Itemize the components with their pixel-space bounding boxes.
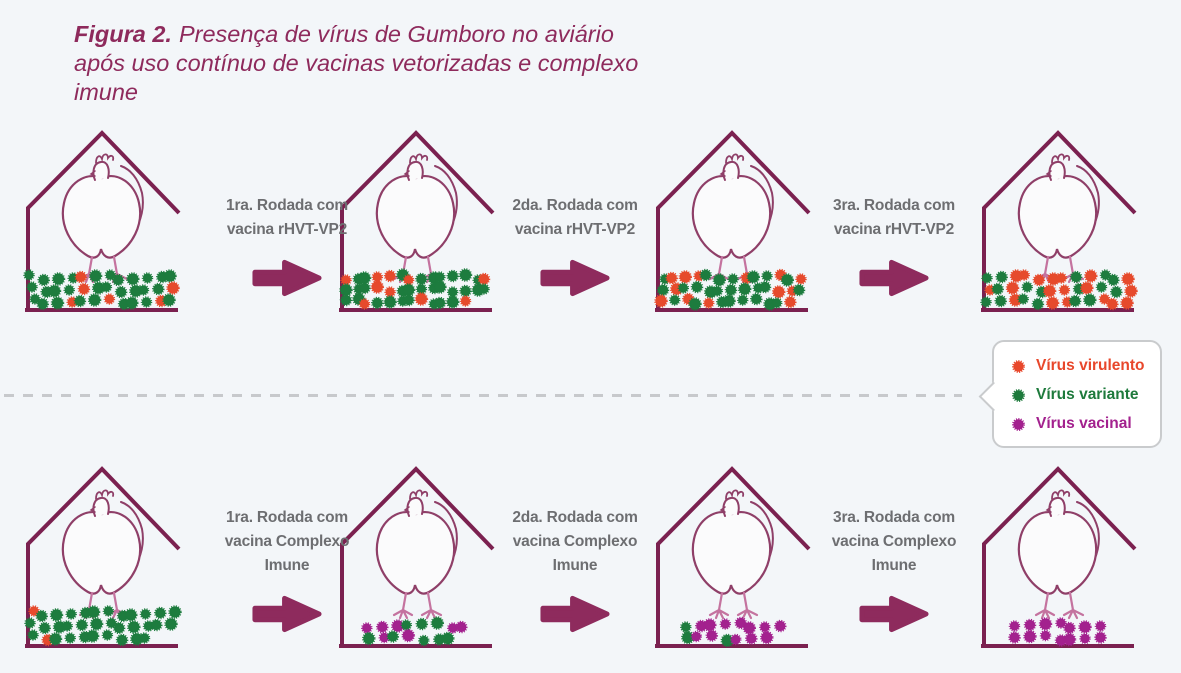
label-line: vacina Complexo [831, 533, 957, 550]
house-outline-icon [654, 130, 811, 312]
arrow-right-icon [540, 595, 610, 633]
label-line: vacina Complexo [512, 533, 638, 550]
row-divider-dashed-line [4, 394, 962, 397]
aviary-house [336, 464, 496, 652]
chicken-legs [392, 591, 443, 620]
arrow-right-icon [252, 595, 322, 633]
virus-dots [980, 269, 1138, 311]
chicken-icon [375, 489, 458, 595]
virus-dots [23, 269, 180, 311]
aviary-house [978, 128, 1138, 316]
legend-item-variante: Vírus variante [1010, 386, 1150, 404]
vaccination-step-label: 2da. Rodada com vacina rHVT-VP2 [499, 194, 651, 242]
chicken-icon [61, 489, 144, 595]
aviary-house [22, 128, 182, 316]
virus-variante-dot-icon [1010, 387, 1027, 404]
vaccination-step: 2da. Rodada com vacina rHVT-VP2 [499, 194, 651, 301]
label-line: 2da. Rodada com [512, 197, 638, 214]
vaccination-step-label: 3ra. Rodada com vacina rHVT-VP2 [818, 194, 970, 242]
label-line: vacina rHVT-VP2 [514, 221, 636, 238]
chicken-legs [708, 591, 759, 620]
virus-virulento-dot-icon [1010, 358, 1027, 375]
arrow-right-icon [252, 259, 322, 297]
legend: Vírus virulento Vírus variante Vírus vac… [978, 340, 1162, 448]
house-outline-icon [981, 466, 1137, 648]
label-line: vacina rHVT-VP2 [226, 221, 348, 238]
chicken-icon [691, 153, 774, 259]
chicken-icon [1017, 153, 1100, 259]
vaccination-step: 1ra. Rodada com vacina rHVT-VP2 [211, 194, 363, 301]
legend-item-label: Vírus variante [1036, 386, 1139, 403]
house-outline-icon [655, 466, 811, 648]
aviary-house [652, 464, 812, 652]
label-line: vacina rHVT-VP2 [833, 221, 955, 238]
house-outline-icon [339, 130, 495, 312]
legend-item-label: Vírus virulento [1036, 357, 1145, 374]
virus-dots [680, 616, 787, 648]
label-line: Imune [552, 557, 598, 574]
chicken-icon [691, 489, 774, 595]
label-line: 1ra. Rodada com [226, 197, 348, 214]
virus-dots [1008, 617, 1107, 647]
house-outline-icon [980, 130, 1138, 312]
chicken-icon [1017, 489, 1100, 595]
house-outline-icon [339, 466, 495, 648]
arrow-right-icon [859, 259, 929, 297]
chicken-icon [375, 153, 458, 259]
chicken-legs [1034, 591, 1085, 620]
virus-dots [361, 616, 468, 647]
house-outline-icon [24, 466, 182, 648]
figure-title-text: Presença de vírus de Gumboro no aviário … [74, 21, 639, 106]
arrow-right-icon [540, 259, 610, 297]
vaccination-step-label: 1ra. Rodada com vacina rHVT-VP2 [211, 194, 363, 242]
label-line: 3ra. Rodada com [833, 509, 955, 526]
virus-dots [24, 605, 182, 647]
arrow-right-icon [859, 595, 929, 633]
virus-dots [339, 268, 491, 310]
aviary-house [336, 128, 496, 316]
label-line: Imune [264, 557, 310, 574]
aviary-house [652, 128, 812, 316]
vaccination-step: 3ra. Rodada com vacina rHVT-VP2 [818, 194, 970, 301]
aviary-house [978, 464, 1138, 652]
house-outline-icon [23, 130, 181, 312]
label-line: 2da. Rodada com [512, 509, 638, 526]
label-line: Imune [871, 557, 917, 574]
legend-item-vacinal: Vírus vacinal [1010, 415, 1150, 433]
figure-title: Figura 2.Presença de vírus de Gumboro no… [74, 20, 639, 107]
legend-item-virulento: Vírus virulento [1010, 357, 1150, 375]
aviary-house [22, 464, 182, 652]
label-line: 1ra. Rodada com [226, 509, 348, 526]
virus-dots [654, 268, 807, 311]
legend-pointer [978, 381, 1009, 412]
figure-title-prefix: Figura 2. [74, 21, 172, 47]
virus-vacinal-dot-icon [1010, 416, 1027, 433]
legend-item-label: Vírus vacinal [1036, 415, 1132, 432]
label-line: vacina Complexo [224, 533, 350, 550]
chicken-icon [61, 153, 144, 259]
label-line: 3ra. Rodada com [833, 197, 955, 214]
